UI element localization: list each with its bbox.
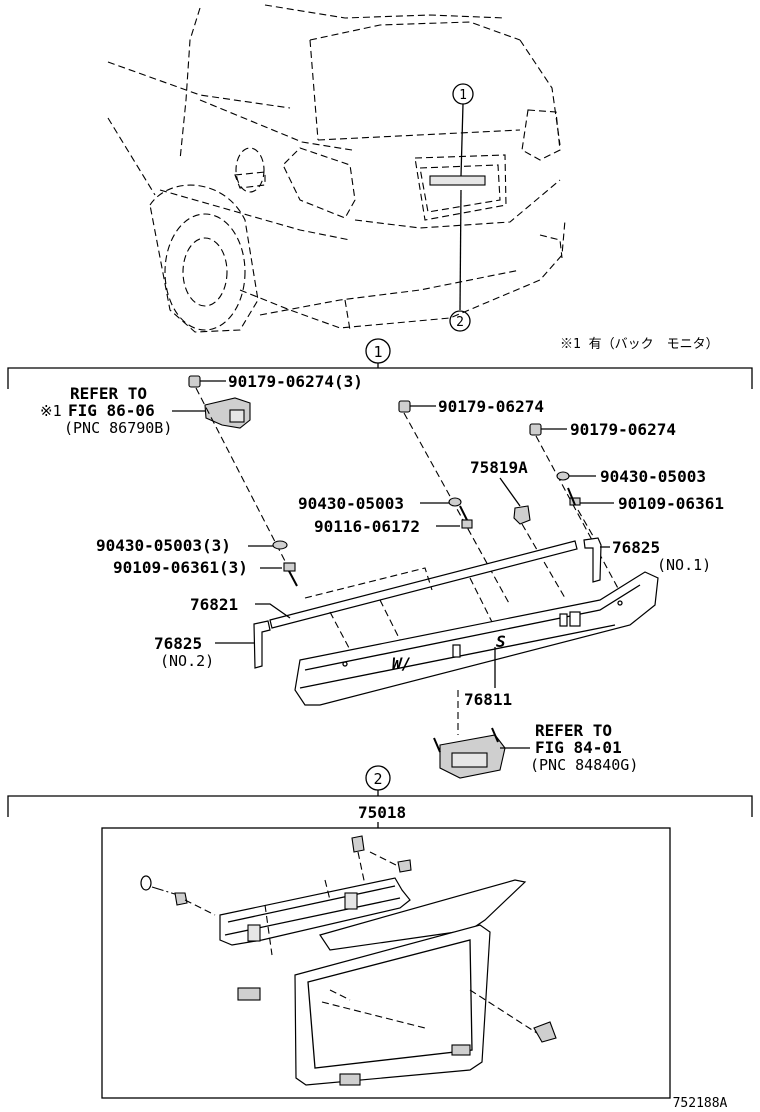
part-76811: 76811 (464, 690, 512, 709)
callout-2-top: 2 (449, 189, 471, 332)
license-lamp (433, 690, 530, 779)
refer-bottom-line2: FIG 84-01 (535, 738, 622, 757)
refer-to-fig-86-06: REFER TO ※1 FIG 86-06 (PNC 86790B) (40, 384, 205, 437)
garnish-76811: W/ S 76811 (294, 567, 659, 709)
part-90179-06274-3: 90179-06274(3) (228, 372, 363, 391)
section-2-frame: 2 75018 (7, 765, 753, 1099)
refer-top-line1: REFER TO (70, 384, 147, 403)
section-2-number: 2 (373, 770, 382, 788)
nut-90179-a: 90179-06274 (398, 397, 544, 606)
part-76825-no2-label: (NO.2) (160, 652, 214, 670)
refer-top-mark: ※1 (40, 402, 62, 420)
camera-part (204, 397, 251, 429)
vehicle-illustration (107, 4, 566, 333)
part-76825-no1-label: (NO.1) (657, 556, 711, 574)
backup-monitor-note: ※1 有（バック モニタ） (560, 337, 719, 352)
part-75819a: 75819A (470, 458, 528, 477)
part-90179-06274-b: 90179-06274 (570, 420, 676, 439)
refer-bottom-line1: REFER TO (535, 721, 612, 740)
part-76825-no1: 76825 (612, 538, 660, 557)
license-plate-bracket-75018 (140, 835, 557, 1086)
callout-1-number: 1 (459, 88, 467, 103)
part-90430-05003-center: 90430-05003 (298, 494, 404, 513)
part-90179-06274-a: 90179-06274 (438, 397, 544, 416)
refer-top-line2: FIG 86-06 (68, 401, 155, 420)
part-90116-06172: 90116-06172 (314, 517, 420, 536)
cushion-76825-no2: 76825 (NO.2) (154, 620, 271, 670)
garnish-emblem-s: S (496, 632, 506, 651)
refer-to-fig-84-01: REFER TO FIG 84-01 (PNC 84840G) (530, 721, 638, 774)
part-76825-no2: 76825 (154, 634, 202, 653)
washer-screw-center: 90430-05003 90116-06172 (298, 494, 473, 536)
figure-id: 752188A (673, 1096, 728, 1111)
refer-bottom-line3: (PNC 84840G) (530, 756, 638, 774)
clip-75819a: 75819A (470, 458, 566, 599)
part-90430-05003-right: 90430-05003 (600, 467, 706, 486)
refer-top-line3: (PNC 86790B) (64, 419, 172, 437)
part-75018: 75018 (358, 803, 406, 822)
nut-90179-b: 90179-06274 (529, 420, 676, 593)
callout-2-number: 2 (456, 315, 464, 330)
part-90109-06361-right: 90109-06361 (618, 494, 724, 513)
weatherstrip-76821: 76821 (190, 540, 578, 629)
washer-screw-right: 90430-05003 90109-06361 (556, 467, 724, 549)
part-90430-05003-3: 90430-05003(3) (96, 536, 231, 555)
section-1-number: 1 (373, 343, 382, 361)
nut-90179-3: 90179-06274(3) (188, 372, 363, 566)
washer-screw-left: 90430-05003(3) 90109-06361(3) (96, 536, 298, 587)
callout-1-top: 1 (452, 83, 474, 177)
part-90109-06361-3: 90109-06361(3) (113, 558, 248, 577)
cushion-76825-no1: 76825 (NO.1) (583, 537, 711, 583)
section-1-frame: 1 (7, 338, 753, 389)
garnish-emblem-w: W/ (392, 654, 411, 673)
part-76821: 76821 (190, 595, 238, 614)
